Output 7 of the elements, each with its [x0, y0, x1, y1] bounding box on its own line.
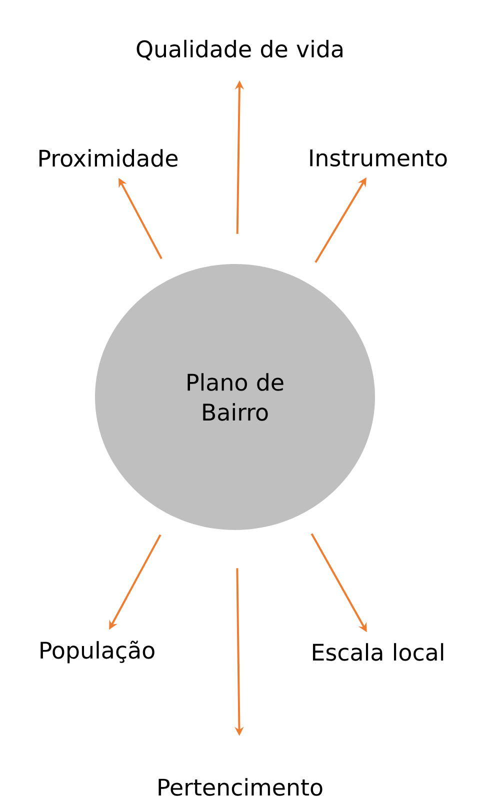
label-text: População — [40, 640, 154, 664]
label-text: Proximidade — [40, 149, 178, 167]
label-text: Pertencimento — [158, 778, 322, 796]
label-text: Instrumento — [310, 150, 447, 167]
label-text: Escala local — [313, 643, 444, 661]
circle-node: Plano de Bairro — [95, 264, 375, 530]
label-text: Qualidade de vida — [136, 40, 342, 60]
